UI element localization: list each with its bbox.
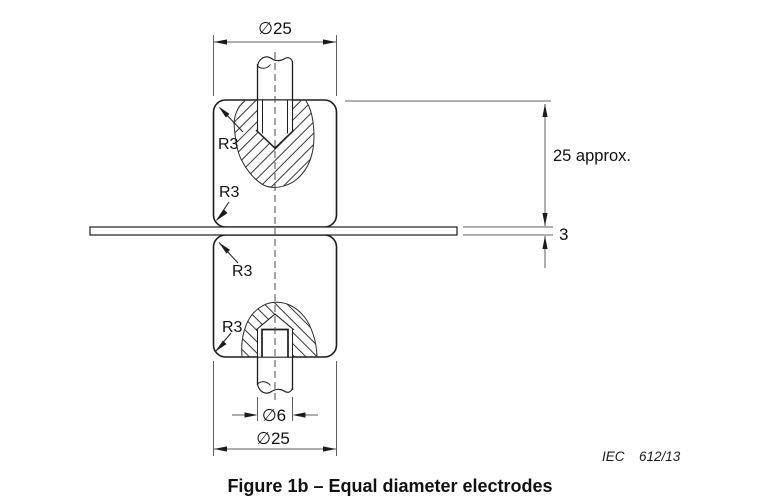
r3-label-4: R3 (222, 319, 243, 336)
bottom-thread-lines (257, 329, 293, 357)
arrowhead-down (542, 213, 548, 226)
top-drill-point (255, 129, 295, 150)
arrowhead-up (542, 236, 548, 249)
dim-top-diameter: ∅25 (213, 19, 337, 96)
bottom-stem (256, 357, 294, 394)
arrowhead-up (542, 104, 548, 117)
dim-top-extension-lines (213, 35, 337, 96)
arrowhead-up-left (219, 242, 230, 254)
r3-label-1: R3 (218, 136, 239, 153)
top-thread-lines (262, 100, 288, 134)
bottom-section-break-line (241, 301, 318, 357)
dim-bottom-diameter: ∅25 (213, 361, 337, 456)
bottom-stem-break-loop (257, 381, 271, 386)
r3-callouts: R3 R3 R3 R3 (215, 106, 253, 352)
arrowhead-left (214, 446, 227, 452)
standard-reference: IEC 612/13 (602, 449, 681, 464)
dim-height-and-thickness: 25 approx. 3 (345, 100, 631, 268)
bottom-hole-cutout (257, 314, 293, 357)
arrowhead-right (323, 39, 336, 45)
height-label: 25 approx. (553, 147, 631, 165)
bottom-stem-sides (256, 357, 294, 390)
dim-stem-diameter: ∅6 (232, 397, 318, 425)
arrowhead-down-left (215, 340, 227, 352)
bottom-diameter-label: ∅25 (256, 429, 290, 448)
dim-stem-extension-lines (257, 397, 293, 421)
arrowhead-left (292, 412, 306, 418)
figure-caption: Figure 1b – Equal diameter electrodes (227, 476, 552, 496)
specimen-sheet (89, 226, 458, 236)
top-stem (256, 56, 294, 100)
dim-bottom-extension-lines (213, 361, 337, 456)
thickness-label: 3 (559, 225, 568, 244)
top-diameter-label: ∅25 (258, 19, 292, 38)
r3-label-3: R3 (232, 263, 253, 280)
dim-right-extension-lines (345, 100, 553, 236)
top-stem-sides (256, 61, 294, 100)
top-stem-break-wave (256, 56, 294, 67)
arrowhead-right (244, 412, 258, 418)
arrowhead-up-left (218, 106, 230, 118)
top-hole-wall-lines (256, 100, 294, 131)
stem-diameter-label: ∅6 (262, 406, 286, 425)
arrowhead-right (323, 446, 336, 452)
r3-label-2: R3 (219, 184, 240, 201)
bottom-drill-point (255, 313, 295, 331)
arrowhead-left (214, 39, 227, 45)
top-stem-break-loop (257, 64, 271, 69)
arrowhead-down-left (216, 209, 228, 221)
bottom-stem-break-wave (256, 383, 294, 394)
top-section-break-line (233, 100, 315, 188)
drawing-number-label: 612/13 (639, 449, 681, 464)
standard-org-label: IEC (602, 449, 625, 464)
